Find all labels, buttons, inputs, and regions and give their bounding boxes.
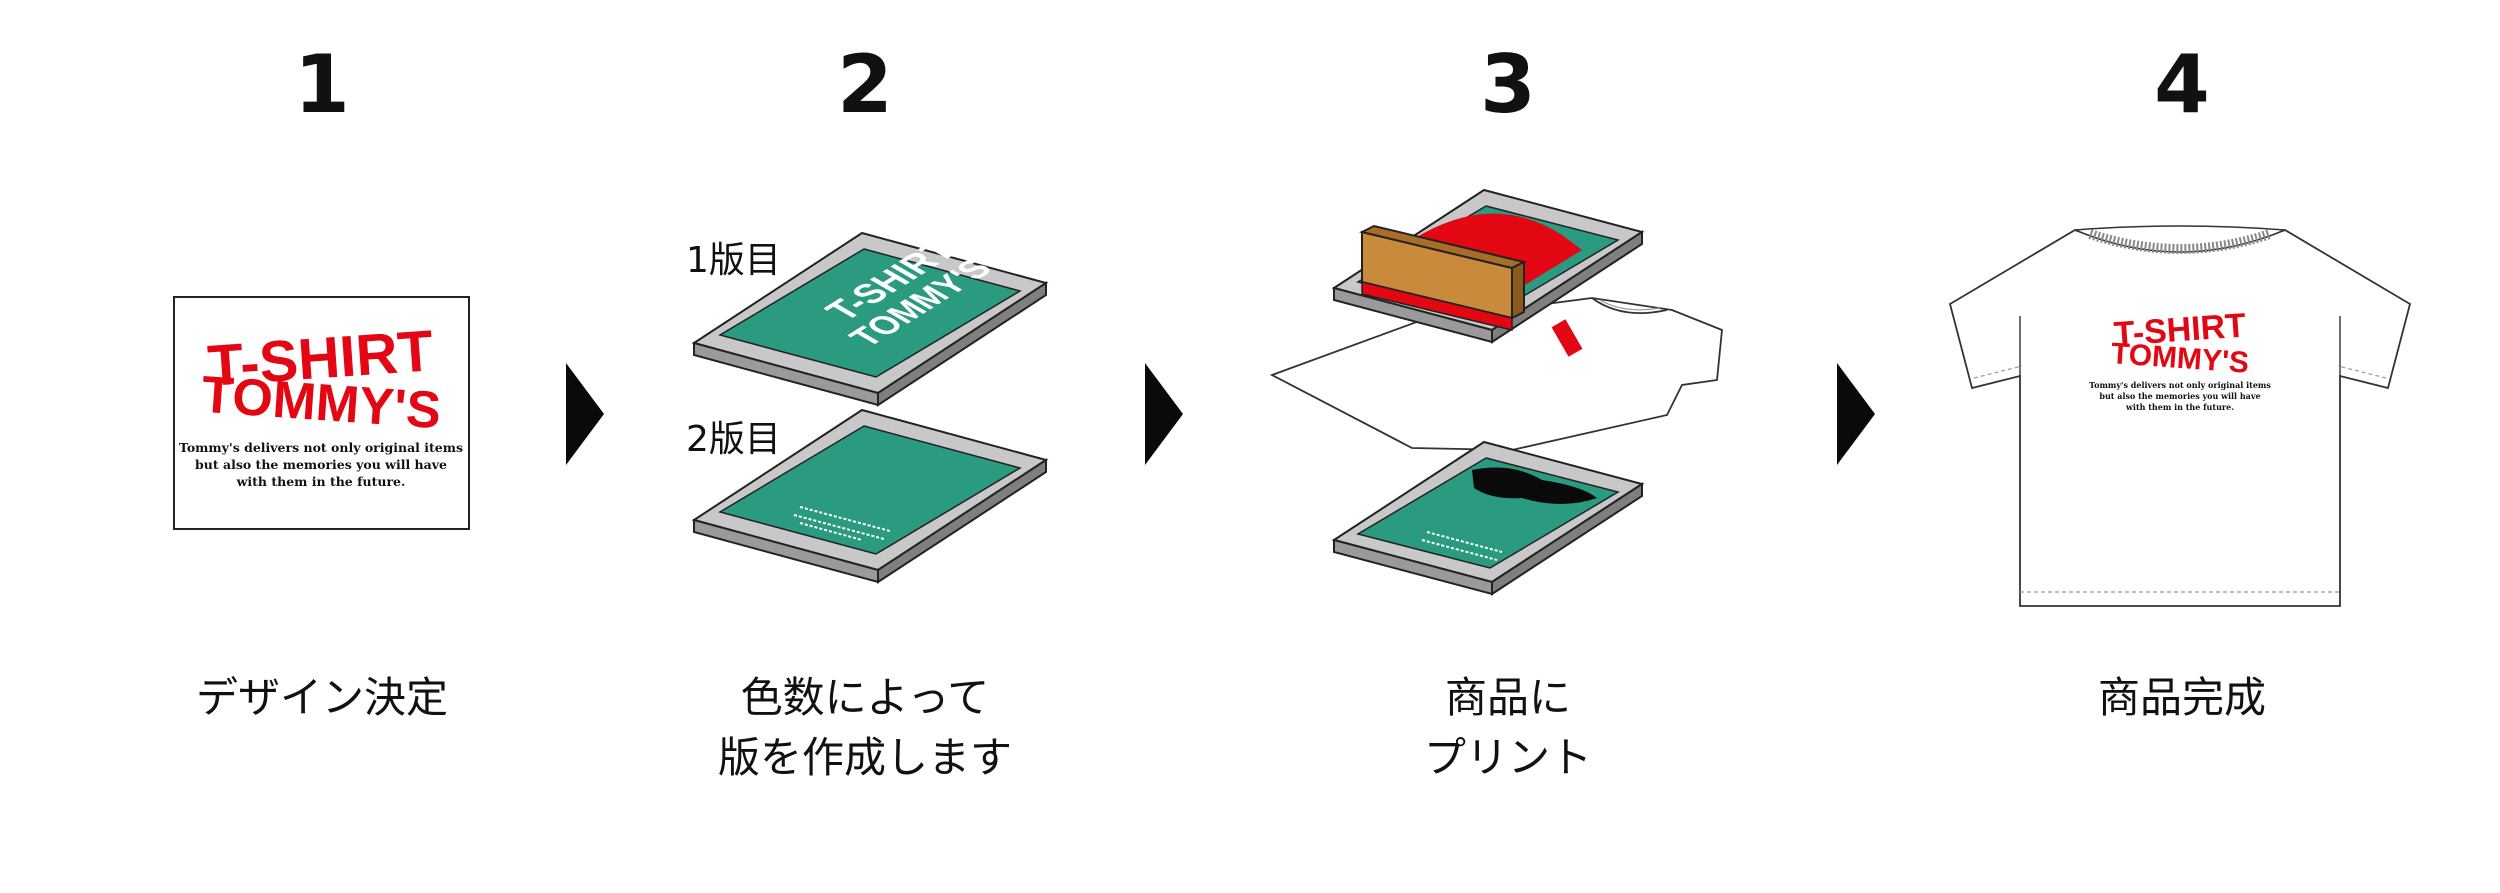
svg-text:but also the memories you will: but also the memories you will have <box>2099 391 2260 401</box>
plate-label-1: 1版目 <box>686 240 781 281</box>
step-number-4: 4 <box>2154 38 2210 131</box>
step-caption-1: デザイン決定 <box>195 673 448 722</box>
design-tagline-1: Tommy's delivers not only original items <box>179 440 463 455</box>
design-tagline-3: with them in the future. <box>236 474 406 489</box>
tshirt-collar <box>2088 229 2272 254</box>
design-logo-line1: T-SHIRT <box>206 318 436 399</box>
step-number-3: 3 <box>1480 38 1536 131</box>
design-tagline-2: but also the memories you will have <box>195 457 447 472</box>
step-number-1: 1 <box>294 38 350 131</box>
finished-tshirt: T-SHIRT TOMMY'S Tommy's delivers not onl… <box>1948 225 2412 607</box>
arrow-right-icon <box>1837 363 1875 465</box>
tshirt-body <box>1948 229 2412 607</box>
print-screen-2 <box>1331 440 1645 596</box>
step-caption-3: 商品に プリント <box>1423 673 1592 782</box>
printing-illustration <box>1269 188 1723 596</box>
arrow-right-icon <box>1145 363 1183 465</box>
svg-text:with them in the future.: with them in the future. <box>2125 402 2234 412</box>
step-number-2: 2 <box>837 38 893 131</box>
step-caption-4: 商品完成 <box>2097 673 2266 722</box>
squeegee-icon <box>1359 224 1527 331</box>
design-card: T-SHIRT TOMMY'S Tommy's delivers not onl… <box>173 296 470 530</box>
screens-illustration: T-SHIRT TOMMY'S <box>691 231 1049 584</box>
design-card-border <box>173 296 470 530</box>
step-caption-2: 色数によって 版を作成します <box>717 673 1012 782</box>
plate-label-2: 2版目 <box>686 419 781 460</box>
svg-text:T-SHIRT: T-SHIRT <box>2113 306 2248 353</box>
arrow-right-icon <box>566 363 604 465</box>
svg-text:Tommy's delivers not only orig: Tommy's delivers not only original items <box>2089 380 2271 390</box>
screen-plate-2 <box>691 408 1049 584</box>
screen-plate-1: T-SHIRT TOMMY'S <box>691 231 1049 407</box>
